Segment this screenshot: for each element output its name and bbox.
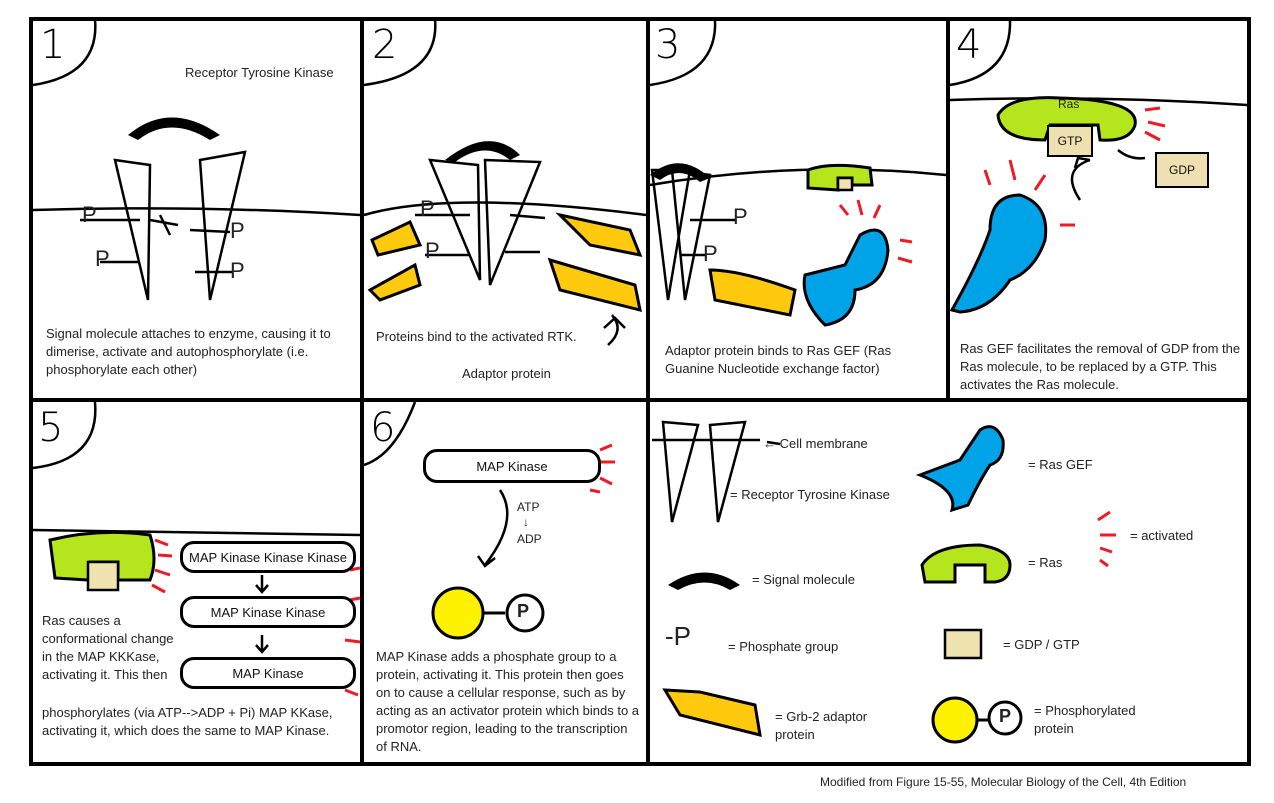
legend-cell-membrane-text: Cell membrane <box>779 436 868 451</box>
cascade-mapk: MAP Kinase <box>180 657 356 689</box>
outer-frame <box>29 17 1251 766</box>
legend-activated: = activated <box>1130 528 1194 543</box>
ras-label: Ras <box>1058 97 1080 111</box>
credit: Modified from Figure 15-55, Molecular Bi… <box>820 775 1187 789</box>
panel-3-caption: Adaptor protein binds to Ras GEF (Ras Gu… <box>665 343 892 376</box>
cascade-mapkk: MAP Kinase Kinase <box>180 596 356 628</box>
cascade-mapkkk: MAP Kinase Kinase Kinase <box>180 541 356 573</box>
panel-4-caption: Ras GEF facilitates the removal of GDP f… <box>960 341 1241 392</box>
phosphate-mark: P <box>82 202 97 227</box>
legend-phosphate-symbol: -P <box>665 621 692 651</box>
phosphate-mark: P <box>230 218 245 243</box>
legend-ras: = Ras <box>1028 555 1063 570</box>
gtp-box: GTP <box>1047 125 1093 157</box>
legend-signal: = Signal molecule <box>752 572 855 587</box>
legend-phosphorylated: = Phosphorylated protein <box>1034 703 1136 736</box>
panel-number: 4 <box>956 22 982 68</box>
phosphate-mark: P <box>95 246 110 271</box>
map-kinase-box: MAP Kinase <box>423 449 601 483</box>
panel-5-caption-b: phosphorylates (via ATP-->ADP + Pi) MAP … <box>42 705 333 738</box>
phosphate-label: P <box>517 601 530 621</box>
legend-gdp-gtp: = GDP / GTP <box>1003 637 1080 652</box>
panel-number: 3 <box>655 22 681 68</box>
legend-cell-membrane: ← Cell membrane <box>763 435 868 453</box>
adp-label: ADP <box>517 532 542 546</box>
atp-label: ATP <box>517 500 540 514</box>
legend-adaptor: = Grb-2 adaptor protein <box>775 709 868 742</box>
adaptor-protein-label: Adaptor protein <box>462 366 551 381</box>
legend-phosphate: = Phosphate group <box>728 639 839 654</box>
panel-1-caption: Signal molecule attaches to enzyme, caus… <box>46 326 331 377</box>
gdp-box: GDP <box>1155 152 1209 188</box>
legend-ras-gef: = Ras GEF <box>1028 457 1093 472</box>
adaptor-legend <box>662 688 762 738</box>
panel-2-caption: Proteins bind to the activated RTK. <box>376 329 577 344</box>
rtk-label: Receptor Tyrosine Kinase <box>185 65 334 80</box>
panel-number: 5 <box>38 405 64 451</box>
panel-6-caption: MAP Kinase adds a phosphate group to a p… <box>376 649 640 754</box>
phosphate-mark: P <box>230 258 245 283</box>
phosphate-mark: P <box>703 241 718 266</box>
panel-5-caption-a: Ras causes a conformational change in th… <box>42 613 174 682</box>
panel-number: 1 <box>40 22 66 68</box>
legend-phosphate-letter: P <box>999 706 1012 726</box>
panel-number: 6 <box>370 405 396 451</box>
phosphate-mark: P <box>420 196 435 221</box>
legend-rtk: = Receptor Tyrosine Kinase <box>730 487 890 502</box>
rtk <box>113 158 152 301</box>
phosphate-mark: P <box>425 238 440 263</box>
activated-marks <box>151 106 1166 697</box>
panel-number: 2 <box>372 22 398 68</box>
signal-molecule <box>128 117 220 140</box>
phosphate-mark: P <box>733 204 748 229</box>
phosphate-letter: P <box>673 621 692 651</box>
cell-membrane <box>32 207 361 217</box>
arrow-down-icon: ↓ <box>523 515 529 529</box>
arrow-left-icon: ← <box>763 436 780 451</box>
